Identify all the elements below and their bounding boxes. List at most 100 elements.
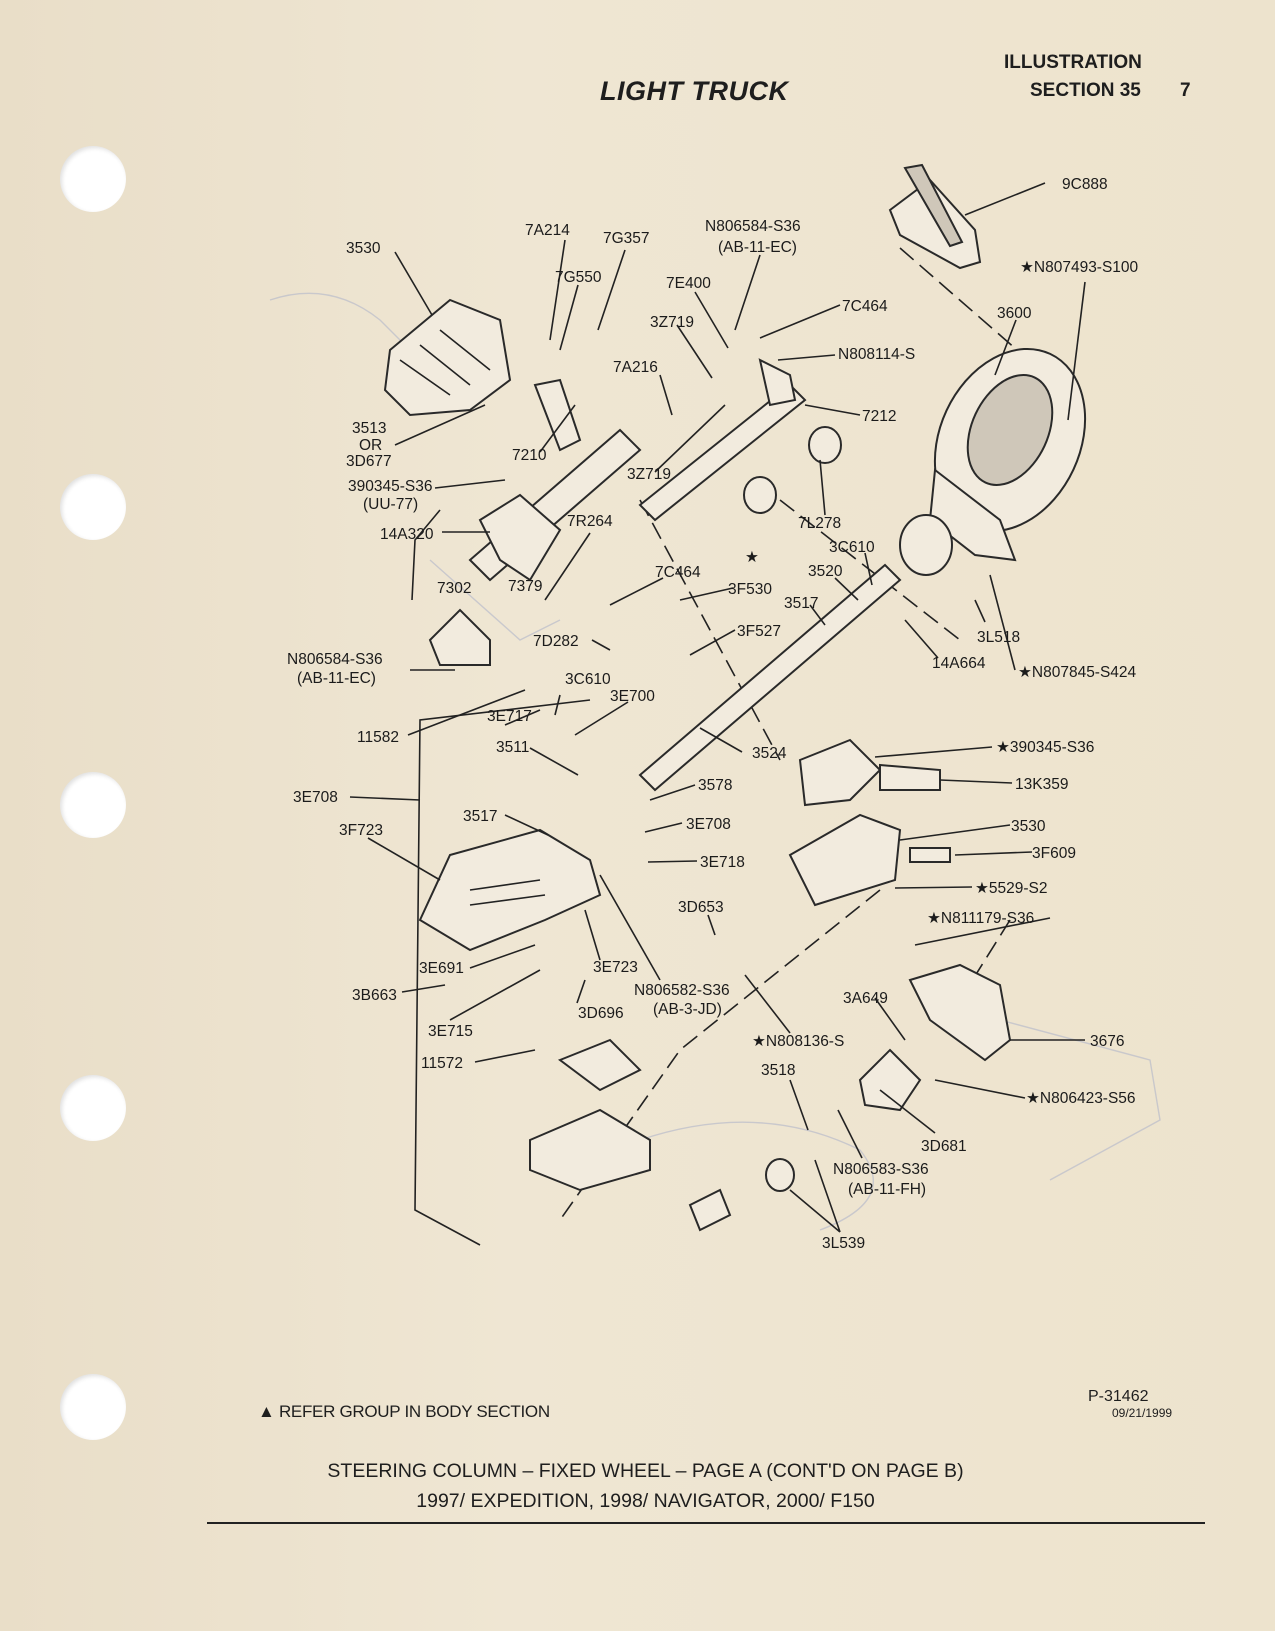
- callout-label: 3Z719: [627, 466, 671, 483]
- callout-label: 3E723: [593, 959, 638, 976]
- figure-date: 09/21/1999: [1112, 1406, 1173, 1420]
- callout-label: 3F609: [1032, 845, 1076, 862]
- callout-label: 7G357: [603, 230, 650, 247]
- callout-label: 3D653: [678, 899, 724, 916]
- header-page-number: 7: [1180, 80, 1191, 101]
- callout-label: ★: [745, 549, 759, 566]
- callout-label: 3520: [808, 563, 843, 580]
- callout-label: 3C610: [829, 539, 875, 556]
- callout-label: 3D696: [578, 1005, 624, 1022]
- callout-label: ★5529-S2: [975, 880, 1048, 897]
- footer-rule: [207, 1522, 1205, 1524]
- callout-label: N806584-S36: [705, 218, 801, 235]
- callout-label: (AB-11-EC): [297, 670, 376, 687]
- callout-label: 7212: [862, 408, 896, 425]
- caption-line-2: 1997/ EXPEDITION, 1998/ NAVIGATOR, 2000/…: [416, 1490, 875, 1512]
- callout-label: 3530: [346, 240, 381, 257]
- callout-label: 3E708: [293, 789, 338, 806]
- callout-label: 3A649: [843, 990, 888, 1007]
- part-lower-shaft-3524: [638, 514, 953, 792]
- part-shroud-upper-3530: [383, 298, 512, 417]
- callout-label: 7E400: [666, 275, 711, 292]
- callout-label: (AB-11-EC): [718, 239, 797, 256]
- callout-label: ★N808136-S: [752, 1033, 844, 1050]
- callout-label: 3517: [784, 595, 818, 612]
- callout-label: 3676: [1090, 1033, 1124, 1050]
- callout-label: 390345-S36: [348, 478, 432, 495]
- callout-label: 3F723: [339, 822, 383, 839]
- callout-label: 3530: [1011, 818, 1046, 835]
- callout-label: 7D282: [533, 633, 579, 650]
- callout-label: ★N807493-S100: [1020, 259, 1139, 276]
- part-bearings-7l278: [743, 426, 842, 514]
- part-steering-wheel-3600: [928, 347, 1087, 562]
- callout-label: 3F530: [728, 581, 772, 598]
- callout-label: 3518: [761, 1062, 795, 1079]
- binder-hole: [60, 1374, 126, 1440]
- callout-label: 3E691: [419, 960, 464, 977]
- callout-label: 11572: [421, 1055, 463, 1072]
- legend-note: ▲ REFER GROUP IN BODY SECTION: [258, 1402, 550, 1421]
- figure-number: P-31462: [1088, 1388, 1149, 1405]
- ghost-print-through: [269, 292, 1161, 1231]
- callout-label: 3E717: [487, 708, 532, 725]
- callout-label: 3L518: [977, 629, 1020, 646]
- callout-label: ★390345-S36: [996, 739, 1094, 756]
- part-horn-pad-9c888: [888, 163, 982, 270]
- part-actuator-3d681: [858, 1048, 922, 1112]
- callout-label: ★N807845-S424: [1018, 664, 1137, 681]
- callout-labels: 9C888 ★N807493-S100 3600 7A214 7G357 N80…: [287, 176, 1139, 1252]
- callout-label: 7C464: [842, 298, 888, 315]
- callout-label: 14A664: [932, 655, 986, 672]
- callout-label: OR: [359, 437, 382, 454]
- callout-label: 3517: [463, 808, 497, 825]
- callout-label: N808114-S: [838, 346, 915, 363]
- callout-label: 7302: [437, 580, 471, 597]
- callout-label: ★N811179-S36: [927, 910, 1034, 927]
- callout-label: 3D677: [346, 453, 392, 470]
- part-lever-bracket-14a320: [478, 493, 562, 582]
- part-ignition-3676: [908, 963, 1012, 1062]
- callout-label: 7379: [508, 578, 542, 595]
- callout-label: 3513: [352, 420, 386, 437]
- callout-label: 3600: [997, 305, 1032, 322]
- callout-label: (AB-3-JD): [653, 1001, 722, 1018]
- callout-label: 7210: [512, 447, 547, 464]
- header-section: SECTION 35: [1030, 80, 1141, 101]
- callout-label: (UU-77): [363, 496, 418, 513]
- part-bracket-7302: [428, 608, 491, 666]
- callout-label: 7G550: [555, 269, 602, 286]
- callout-label: 3D681: [921, 1138, 967, 1155]
- callout-label: 7A214: [525, 222, 570, 239]
- part-wiring-11572: [529, 1038, 651, 1192]
- callout-label: 3524: [752, 745, 787, 762]
- part-shroud-lower-3530: [788, 813, 951, 907]
- callout-label: 3F527: [737, 623, 781, 640]
- callout-label: 7A216: [613, 359, 658, 376]
- callout-label: 3511: [496, 739, 529, 756]
- callout-label: N806582-S36: [634, 982, 730, 999]
- binder-hole: [60, 474, 126, 540]
- callout-label: 3B663: [352, 987, 397, 1004]
- part-housing-3f723: [418, 828, 602, 952]
- callout-label: 7R264: [567, 513, 613, 530]
- callout-label: 3C610: [565, 671, 611, 688]
- caption-line-1: STEERING COLUMN – FIXED WHEEL – PAGE A (…: [327, 1460, 964, 1482]
- callout-label: N806583-S36: [833, 1161, 929, 1178]
- callout-label: N806584-S36: [287, 651, 383, 668]
- callout-label: 14A320: [380, 526, 434, 543]
- callout-label: 3E718: [700, 854, 745, 871]
- callout-label: 7L278: [798, 515, 841, 532]
- callout-label: 3E708: [686, 816, 731, 833]
- callout-label: 3578: [698, 777, 732, 794]
- header-illustration: ILLUSTRATION: [1004, 52, 1142, 73]
- part-shift-tube-7212: [638, 358, 807, 522]
- binder-hole: [60, 1075, 126, 1141]
- part-bearing-3l539: [688, 1158, 795, 1232]
- callout-label: (AB-11-FH): [848, 1181, 926, 1198]
- page-title: LIGHT TRUCK: [600, 76, 789, 106]
- part-switch-13k359: [798, 738, 941, 807]
- callout-label: 13K359: [1015, 776, 1068, 793]
